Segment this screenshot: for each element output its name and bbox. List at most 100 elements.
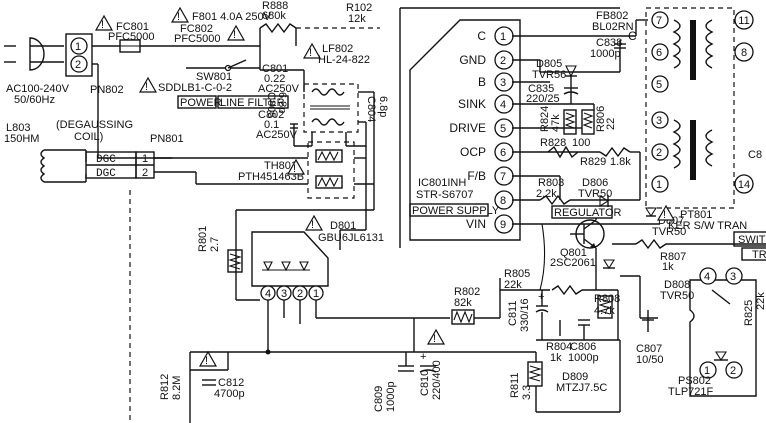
ic801-pin-number: 7	[500, 171, 506, 183]
bridge-rectifier-d801: 4 3 2 1	[251, 231, 329, 301]
q801-label: Q801	[560, 247, 587, 259]
r812-label: R812	[159, 374, 171, 400]
r802-value: 82k	[454, 297, 472, 309]
c811-plus: +	[538, 291, 544, 303]
svg-text:!: !	[205, 355, 208, 367]
warning-icon	[304, 214, 324, 231]
svg-text:!: !	[233, 29, 236, 41]
transformer-pin-8	[734, 42, 754, 62]
f801-label: F801 4.0A 250V	[192, 11, 272, 23]
l803-label: L803	[6, 122, 30, 134]
transformer-pin-5	[651, 75, 669, 93]
line-filter-box-label: LINE FILTER	[220, 97, 285, 109]
c835-value: 220/25	[526, 93, 560, 105]
c810-plus: +	[420, 351, 426, 363]
warning-icon	[656, 204, 676, 221]
ic801-pin-name: DRIVE	[449, 121, 486, 135]
c809-value: 1000p	[385, 381, 397, 412]
c804-value: 6.8p	[377, 96, 389, 117]
ic801-pin-name: SINK	[458, 97, 486, 111]
svg-text:!: !	[101, 19, 104, 31]
fb802-value: BL02RN	[592, 21, 634, 33]
c805-label: C805	[265, 92, 277, 118]
lf802-value: HL-24-822	[318, 54, 370, 66]
r102-value: 12k	[348, 13, 366, 25]
r806-value: 22	[605, 118, 617, 130]
warning-icon	[170, 6, 190, 23]
r807-value: 1k	[662, 261, 674, 273]
power-switch-sw801	[186, 59, 260, 72]
c835-label: C835	[528, 83, 554, 95]
c806-value: 1000p	[568, 352, 599, 364]
r825-label: R825	[743, 300, 755, 326]
pn801-connector: DGC DGC 1 2	[85, 151, 155, 180]
c810-label: C810	[419, 370, 431, 396]
ps802-pin-3: 3	[730, 271, 736, 283]
r806-label: R806	[595, 106, 607, 132]
ac-input-label: AC100-240V	[6, 83, 70, 95]
c838-label: C838	[596, 37, 622, 49]
ic801-pin-number: 4	[500, 99, 506, 111]
ic801-pin-number: 8	[500, 195, 506, 207]
regulator-box-label: REGULATOR	[554, 207, 621, 219]
transistor-q801	[570, 219, 605, 249]
r824-value: 47k	[550, 114, 562, 132]
d801-label: D801	[330, 220, 356, 232]
c810-value: 220/400	[431, 360, 443, 400]
transformer-pin-number: 3	[656, 115, 662, 127]
r808-value: 4.7k	[594, 305, 615, 317]
c804-label: C804	[365, 96, 377, 122]
c806-label: C806	[570, 341, 596, 353]
c801-voltage: AC250V	[258, 83, 300, 95]
ic801-pin-name: C	[477, 29, 486, 43]
ic801-pin-number: 2	[500, 55, 506, 67]
d809-label: D809	[562, 371, 588, 383]
pn802-label: PN802	[90, 84, 124, 96]
d807-value: TVR50	[652, 226, 686, 238]
warning-icon	[426, 328, 446, 345]
optocoupler-ps802: 4 3 1 2	[689, 267, 757, 397]
r808-label: R808	[594, 293, 620, 305]
dgc-label: DGC	[96, 168, 116, 180]
r812-value: 8.2M	[171, 376, 183, 400]
ic801-pin-number: 9	[500, 219, 506, 231]
d809-value: MTZJ7.5C	[556, 382, 607, 394]
c802-value: 0.1	[264, 119, 279, 131]
c801-label: C801	[262, 63, 288, 75]
ic801-pin-name: OCP	[460, 145, 486, 159]
c838-value: 1000p	[590, 48, 621, 60]
q801-value: 2SC2061	[550, 257, 596, 269]
warning-icon	[198, 350, 218, 367]
ic801-pin-name: GND	[459, 53, 486, 67]
r888-label: R888	[262, 0, 288, 12]
pn802-pin-1: 1	[75, 41, 81, 53]
r824-label: R824	[539, 106, 551, 132]
ic801-pin-name: F/B	[467, 169, 486, 183]
coil-label: COIL)	[74, 131, 103, 143]
warning-icon	[302, 42, 322, 59]
c811-value: 330/16	[519, 298, 531, 332]
ic801-name: IC801INH	[418, 177, 466, 189]
warning-icon	[138, 76, 158, 93]
fb802-label: FB802	[596, 10, 628, 22]
r803-label: R803	[538, 177, 564, 189]
d805-label: D805	[536, 58, 562, 70]
transformer-pin-1	[651, 175, 669, 193]
pn801-pin-1: 1	[142, 153, 148, 165]
switch-box-label: SWIT	[738, 234, 766, 246]
transformer-pin-7	[651, 11, 669, 29]
c811-label: C811	[507, 301, 519, 326]
l803-value: 150HM	[4, 133, 39, 145]
thermistor-th801	[307, 141, 355, 199]
ic801-pin-number: 3	[500, 77, 506, 89]
pn802-pin-2: 2	[75, 59, 81, 71]
transformer-pin-2	[651, 143, 669, 161]
warning-icon	[94, 14, 114, 31]
dgc-label: DGC	[96, 154, 116, 166]
ps802-pin-2: 2	[730, 365, 736, 377]
r803-value: 2.2k	[536, 188, 557, 200]
